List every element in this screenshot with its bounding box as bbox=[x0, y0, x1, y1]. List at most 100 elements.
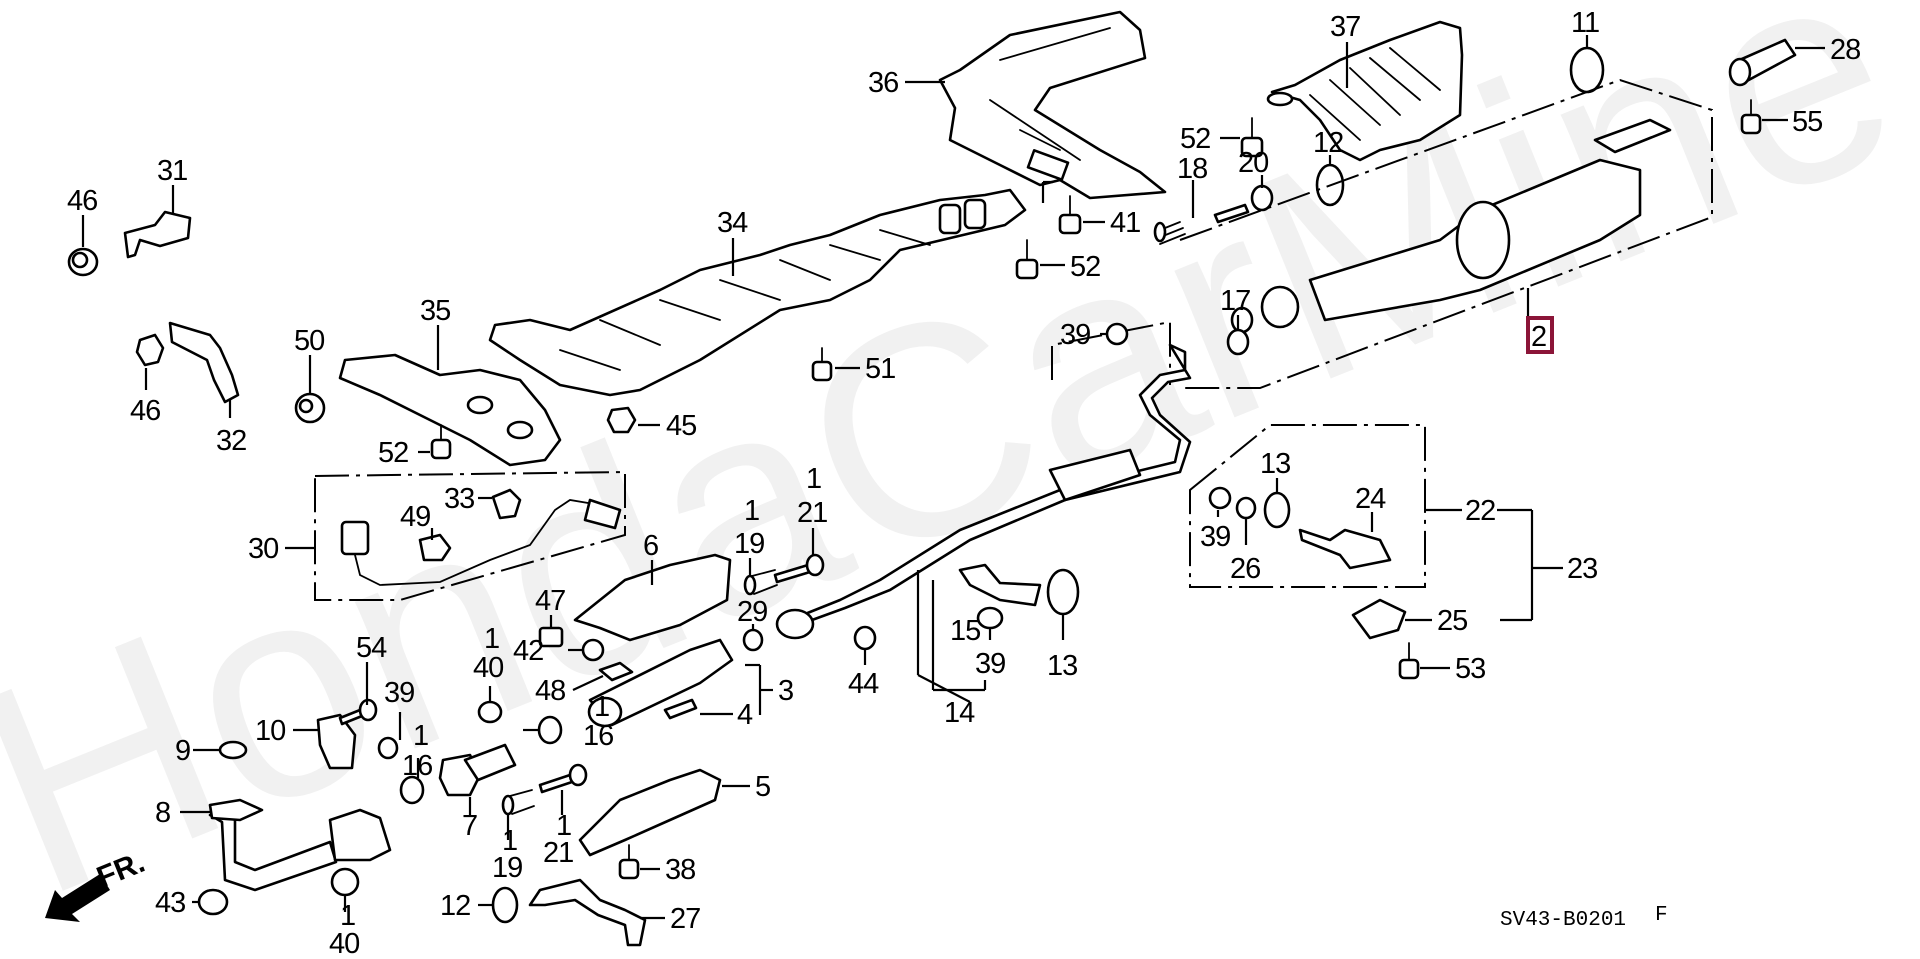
callout[interactable]: 17 bbox=[1220, 285, 1251, 317]
bolt-20[interactable] bbox=[1213, 184, 1274, 224]
callout[interactable]: 53 bbox=[1455, 653, 1486, 685]
heat-shield-5[interactable] bbox=[578, 768, 722, 857]
callout[interactable]: 12 bbox=[1313, 127, 1344, 159]
bolt-55[interactable] bbox=[1740, 99, 1762, 135]
callout[interactable]: 52 bbox=[1180, 123, 1211, 155]
callout[interactable]: 9 bbox=[175, 735, 191, 767]
callout[interactable]: 41 bbox=[1110, 207, 1141, 239]
callout[interactable]: 1 bbox=[413, 720, 429, 752]
hanger-rubber-11[interactable] bbox=[1569, 46, 1605, 94]
callout[interactable]: 49 bbox=[400, 501, 431, 533]
oxygen-sensor-30[interactable] bbox=[340, 498, 622, 586]
callout[interactable]: 28 bbox=[1830, 34, 1861, 66]
bracket-32[interactable] bbox=[168, 321, 240, 404]
clip-47[interactable] bbox=[538, 626, 564, 648]
gasket-29[interactable] bbox=[742, 628, 764, 652]
callout[interactable]: 40 bbox=[473, 652, 504, 684]
exhaust-pipe-8[interactable] bbox=[208, 798, 392, 892]
bolt-52-b[interactable] bbox=[1015, 239, 1039, 280]
spring-18[interactable] bbox=[1153, 221, 1186, 245]
converter-cover-6[interactable] bbox=[573, 553, 732, 642]
callout[interactable]: 45 bbox=[666, 410, 697, 442]
callout[interactable]: 43 bbox=[155, 887, 186, 919]
callout[interactable]: 46 bbox=[67, 185, 98, 217]
callout[interactable]: 6 bbox=[643, 530, 659, 562]
callout[interactable]: 32 bbox=[216, 425, 247, 457]
callout[interactable]: 40 bbox=[329, 928, 360, 959]
gasket-17[interactable] bbox=[1226, 328, 1250, 356]
nut-42[interactable] bbox=[581, 638, 605, 662]
hanger-rubber-13-a[interactable] bbox=[1046, 568, 1080, 616]
nut-44[interactable] bbox=[853, 625, 877, 651]
callout[interactable]: 1 bbox=[340, 900, 356, 932]
gasket-16-a[interactable] bbox=[399, 775, 425, 805]
flange-pipe-7[interactable] bbox=[438, 743, 517, 797]
bracket-10[interactable] bbox=[316, 713, 357, 770]
bolt-52-c[interactable] bbox=[1240, 117, 1264, 158]
callout[interactable]: 14 bbox=[944, 697, 976, 729]
clip-33[interactable] bbox=[491, 488, 522, 520]
callout[interactable]: 1 bbox=[556, 810, 572, 842]
nut-50[interactable] bbox=[294, 392, 326, 424]
callout[interactable]: 11 bbox=[1571, 7, 1600, 39]
nut-46-lower[interactable] bbox=[135, 333, 165, 367]
callout[interactable]: 7 bbox=[462, 810, 478, 842]
washer-26[interactable] bbox=[1235, 496, 1257, 520]
tail-pipe-finisher-28[interactable] bbox=[1728, 38, 1797, 87]
callout[interactable]: 52 bbox=[1070, 251, 1101, 283]
bolt-41[interactable] bbox=[1058, 195, 1082, 235]
washer-9[interactable] bbox=[218, 740, 248, 760]
callout[interactable]: 24 bbox=[1355, 483, 1387, 515]
callout[interactable]: 16 bbox=[583, 720, 614, 752]
callout[interactable]: 39 bbox=[975, 648, 1006, 680]
nut-39-a[interactable] bbox=[1105, 322, 1129, 346]
callout[interactable]: 25 bbox=[1437, 605, 1468, 637]
callout[interactable]: 27 bbox=[670, 903, 701, 935]
bolt-54[interactable] bbox=[338, 698, 378, 726]
callout[interactable]: 13 bbox=[1047, 650, 1078, 682]
clip-48[interactable] bbox=[598, 661, 634, 682]
callout[interactable]: 23 bbox=[1567, 553, 1598, 585]
callout[interactable]: 3 bbox=[778, 675, 794, 707]
callout[interactable]: 30 bbox=[248, 533, 279, 565]
bolt-53[interactable] bbox=[1398, 642, 1420, 680]
callout[interactable]: 52 bbox=[378, 437, 409, 469]
nut-40-b[interactable] bbox=[330, 867, 360, 897]
callout[interactable]: 26 bbox=[1230, 553, 1261, 585]
callout[interactable]: 8 bbox=[155, 797, 171, 829]
callout[interactable]: 55 bbox=[1792, 106, 1823, 138]
callout[interactable]: 39 bbox=[1060, 319, 1091, 351]
bolt-21-a[interactable] bbox=[773, 553, 825, 584]
callout[interactable]: 1 bbox=[502, 825, 518, 857]
bolt-21-b[interactable] bbox=[538, 763, 588, 794]
callout[interactable]: 13 bbox=[1260, 448, 1291, 480]
callout[interactable]: 39 bbox=[384, 677, 415, 709]
callout[interactable]: 31 bbox=[157, 155, 188, 187]
nut-45[interactable] bbox=[606, 406, 637, 434]
callout[interactable]: 16 bbox=[402, 750, 433, 782]
heat-shield-small[interactable] bbox=[338, 353, 562, 467]
callout[interactable]: 36 bbox=[868, 67, 899, 99]
callout[interactable]: 19 bbox=[492, 852, 523, 884]
callout[interactable]: 15 bbox=[950, 615, 981, 647]
bracket-31[interactable] bbox=[123, 210, 192, 259]
callout[interactable]: 44 bbox=[848, 668, 880, 700]
callout[interactable]: 35 bbox=[420, 295, 451, 327]
heat-shield-upper[interactable] bbox=[938, 10, 1167, 200]
bracket-25[interactable] bbox=[1351, 598, 1407, 640]
bracket-15[interactable] bbox=[958, 563, 1042, 607]
callout[interactable]: 42 bbox=[513, 635, 544, 667]
nut-43[interactable] bbox=[197, 888, 229, 916]
hanger-rubber-12-lower[interactable] bbox=[491, 886, 519, 924]
bolt-38[interactable] bbox=[618, 844, 640, 880]
bolt-52-a[interactable] bbox=[430, 424, 452, 460]
bracket-27[interactable] bbox=[528, 878, 647, 947]
middle-pipe-assembly[interactable] bbox=[775, 343, 1192, 640]
callout[interactable]: 33 bbox=[444, 483, 475, 515]
callout[interactable]: 48 bbox=[535, 675, 566, 707]
callout[interactable]: 1 bbox=[744, 495, 760, 527]
converter-3[interactable] bbox=[587, 638, 734, 728]
callout[interactable]: 21 bbox=[543, 837, 574, 869]
callout[interactable]: 38 bbox=[665, 854, 696, 886]
bracket-24[interactable] bbox=[1298, 528, 1392, 570]
